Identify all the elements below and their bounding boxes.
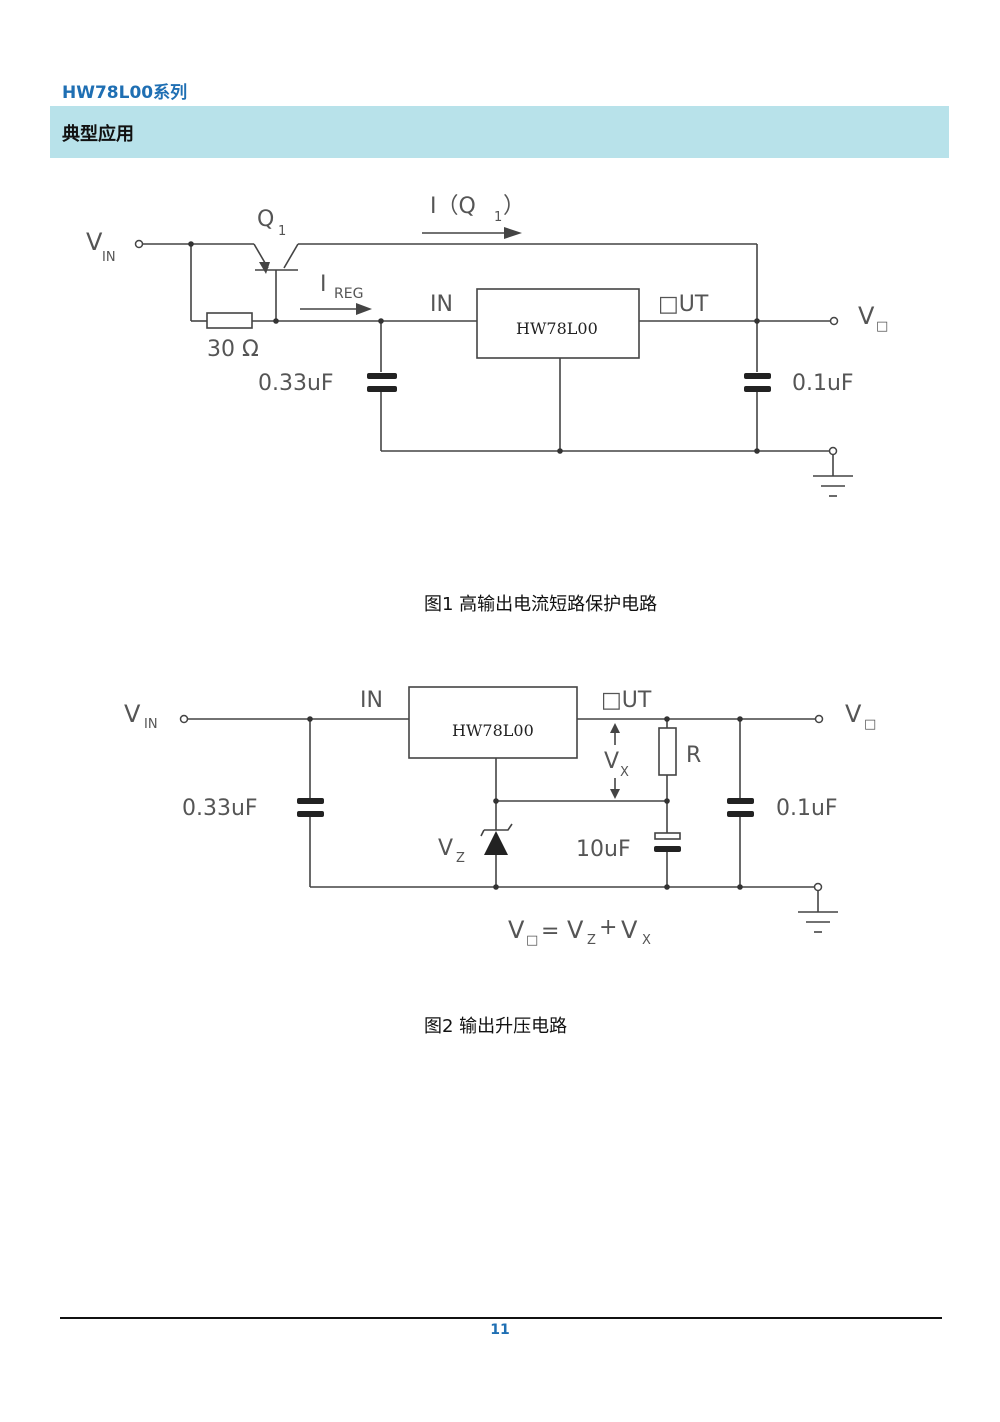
equation-vz: V	[567, 916, 584, 944]
current-q1-close: ）	[503, 194, 525, 219]
capacitor-10uf	[654, 846, 681, 852]
vout-subscript: □	[876, 319, 888, 334]
vin-terminal	[134, 239, 144, 249]
vx-label: V	[604, 749, 619, 774]
equation-vx: V	[621, 916, 638, 944]
vin-subscript: IN	[102, 250, 116, 265]
equation-vo-subscript: □	[526, 933, 538, 948]
cap-out-label: 0.1uF	[792, 371, 854, 396]
zener-diode	[484, 831, 508, 855]
chip-label: HW78L00	[452, 721, 534, 740]
q1-label: Q	[257, 207, 274, 232]
pin-in-label: IN	[360, 688, 383, 713]
current-q1-label: I（Q	[430, 194, 476, 219]
equation-equals: =	[541, 919, 559, 944]
equation-vz-subscript: Z	[587, 933, 596, 948]
vout-label: V	[858, 302, 875, 330]
vz-subscript: Z	[456, 851, 465, 866]
pin-out-label: □UT	[601, 688, 652, 713]
figure2-circuit: V IN IN □UT HW78L00 V □ 0.33uF 0.1uF 10u…	[124, 686, 876, 948]
capacitor-0.33uf	[297, 798, 324, 804]
vout-terminal	[814, 714, 824, 724]
vin-subscript: IN	[144, 717, 158, 732]
ireg-label: I	[320, 272, 327, 297]
vx-arrow-up	[610, 723, 620, 733]
page-number: 11	[490, 1322, 510, 1338]
section-banner: 典型应用	[50, 106, 949, 158]
resistor-label: 30 Ω	[207, 337, 259, 362]
resistor-30ohm	[206, 312, 253, 329]
cap-mid-label: 10uF	[576, 837, 631, 862]
vin-label: V	[86, 228, 103, 256]
figure1-circuit: V IN Q 1 I（Q 1 ） I REG 30 Ω IN □UT HW78L…	[86, 194, 888, 497]
vx-arrow-down	[610, 789, 620, 799]
vin-label: V	[124, 700, 141, 728]
vout-terminal	[829, 316, 839, 326]
current-arrow-q1	[504, 227, 522, 239]
ireg-subscript: REG	[334, 286, 363, 302]
q1-subscript: 1	[278, 224, 286, 239]
current-arrow-reg	[356, 303, 372, 315]
current-q1-subscript: 1	[494, 210, 502, 225]
pin-out-label: □UT	[658, 292, 709, 317]
vx-subscript: X	[620, 765, 629, 780]
capacitor-0.1uf	[744, 373, 771, 379]
cap-in-label: 0.33uF	[182, 796, 258, 821]
resistor-label: R	[686, 743, 701, 768]
footer-rule	[60, 1317, 942, 1319]
vz-label: V	[438, 836, 453, 861]
ground-terminal	[828, 446, 838, 456]
figure2-caption: 图2 输出升压电路	[424, 1016, 568, 1037]
chip-label: HW78L00	[516, 319, 598, 338]
series-title: HW78L00系列	[62, 83, 188, 103]
pin-in-label: IN	[430, 292, 453, 317]
cap-in-label: 0.33uF	[258, 371, 334, 396]
cap-out-label: 0.1uF	[776, 796, 838, 821]
figure1-caption: 图1 高输出电流短路保护电路	[424, 594, 658, 615]
vout-label: V	[845, 700, 862, 728]
capacitor-0.33uf	[367, 373, 397, 379]
section-title: 典型应用	[62, 124, 134, 145]
capacitor-0.1uf	[727, 798, 754, 804]
vout-subscript: □	[864, 717, 876, 732]
equation-vx-subscript: X	[642, 933, 651, 948]
vin-terminal	[179, 714, 189, 724]
resistor-r	[658, 727, 677, 776]
equation-vo: V	[508, 916, 525, 944]
ground-terminal	[813, 882, 823, 892]
equation-plus: +	[599, 915, 617, 940]
